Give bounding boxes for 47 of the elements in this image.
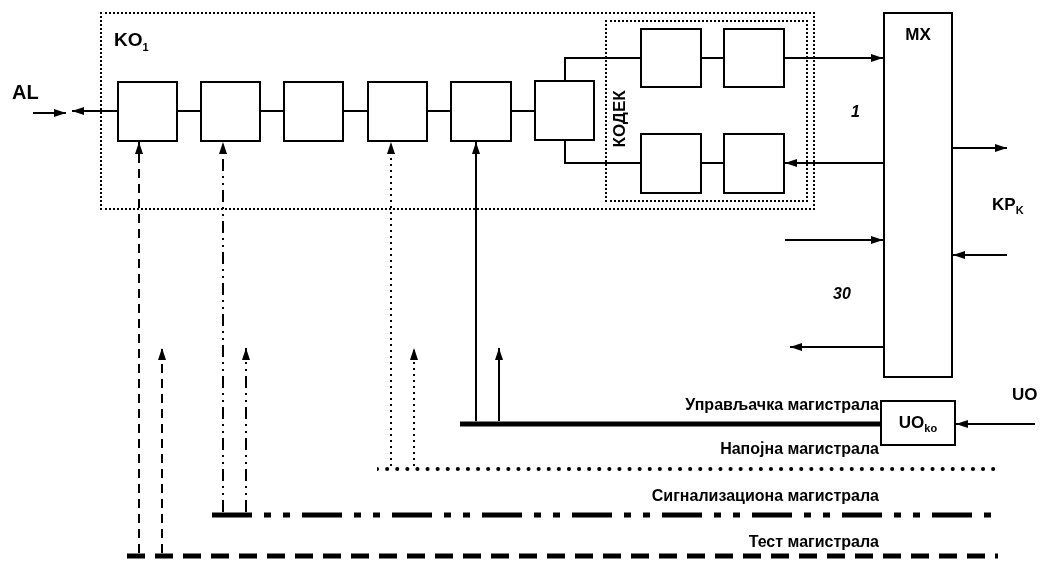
arrow <box>71 107 118 115</box>
text-label: 30 <box>833 286 851 302</box>
bus-label: Сигнализациона магистрала <box>651 488 879 504</box>
bus-line <box>460 421 880 427</box>
arrow <box>158 347 166 554</box>
dotted-group-box <box>605 20 808 202</box>
arrow <box>410 347 418 467</box>
arrow <box>242 347 250 513</box>
arrow <box>495 347 503 422</box>
text-label: UO <box>1012 386 1038 403</box>
arrow <box>32 109 67 117</box>
block-box <box>723 133 785 194</box>
block-box <box>200 81 261 142</box>
arrow <box>135 141 143 554</box>
arrow <box>387 141 395 467</box>
block-label: UO$_{ko}$ <box>897 414 939 435</box>
text-label: KP$_{K}$ <box>992 196 1024 217</box>
block-box <box>367 81 428 142</box>
block-box <box>117 81 178 142</box>
bus-label: Напојна магистрала <box>720 441 879 457</box>
text-label: AL <box>12 82 39 102</box>
block-label: KO$_{1}$ <box>114 30 149 53</box>
bus-line <box>377 466 998 472</box>
bus-line <box>127 553 998 559</box>
block-box <box>283 81 344 142</box>
arrow <box>472 141 480 422</box>
control-unit-box <box>880 400 956 446</box>
arrow <box>784 54 884 62</box>
arrow <box>784 159 884 167</box>
block-label: MX <box>904 26 932 43</box>
block-box <box>640 133 702 194</box>
block-box <box>450 81 512 142</box>
multiplexer-box <box>883 12 953 378</box>
block-label: КОДЕК <box>610 90 628 148</box>
bus-label: Тест магистрала <box>748 534 879 550</box>
arrow <box>789 343 884 351</box>
block-box <box>534 80 595 141</box>
block-box <box>723 28 785 88</box>
text-label: 1 <box>851 104 860 120</box>
arrow <box>952 251 1008 259</box>
block-box <box>640 28 702 88</box>
arrow <box>952 144 1008 152</box>
arrow <box>955 420 1036 428</box>
bus-label: Управљачка магистрала <box>685 397 879 413</box>
arrow <box>784 236 884 244</box>
dotted-group-box <box>100 12 815 210</box>
arrow <box>219 141 227 513</box>
